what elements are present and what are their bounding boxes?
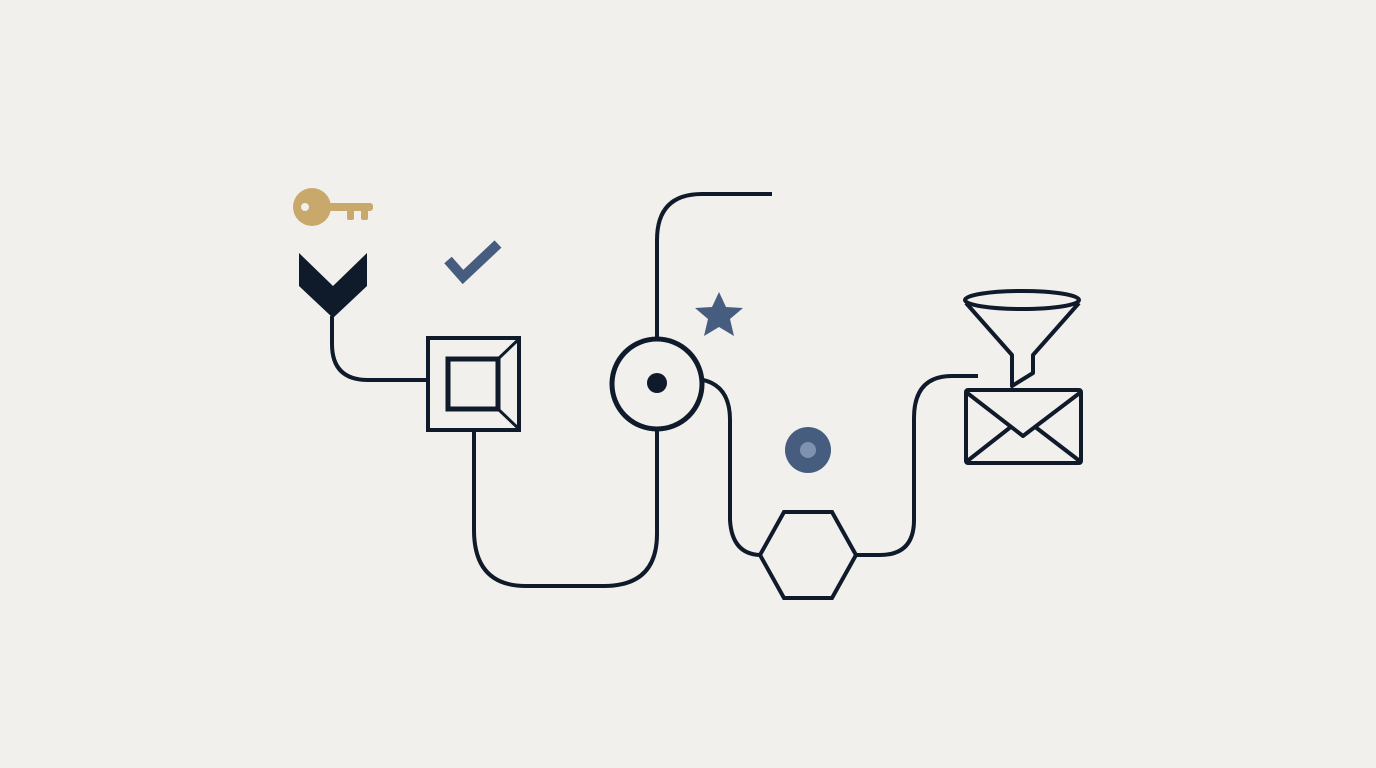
funnel-icon bbox=[963, 289, 1081, 388]
connector-hexagon-to-envelope bbox=[856, 374, 978, 557]
check-icon bbox=[444, 240, 502, 285]
dot-icon bbox=[785, 427, 831, 473]
connector-chevron-to-square bbox=[330, 316, 428, 382]
square-node-icon bbox=[426, 336, 521, 432]
connector-square-to-target bbox=[472, 430, 659, 588]
connector-target-top-branch bbox=[655, 192, 772, 338]
connectors bbox=[330, 192, 978, 588]
key-icon bbox=[293, 188, 373, 226]
chevron-down-icon bbox=[299, 253, 367, 318]
star-icon bbox=[695, 292, 743, 336]
connector-target-to-hexagon bbox=[702, 378, 761, 557]
target-node-icon bbox=[609, 336, 705, 432]
envelope-icon bbox=[964, 388, 1083, 465]
hexagon-node-icon bbox=[757, 510, 859, 600]
